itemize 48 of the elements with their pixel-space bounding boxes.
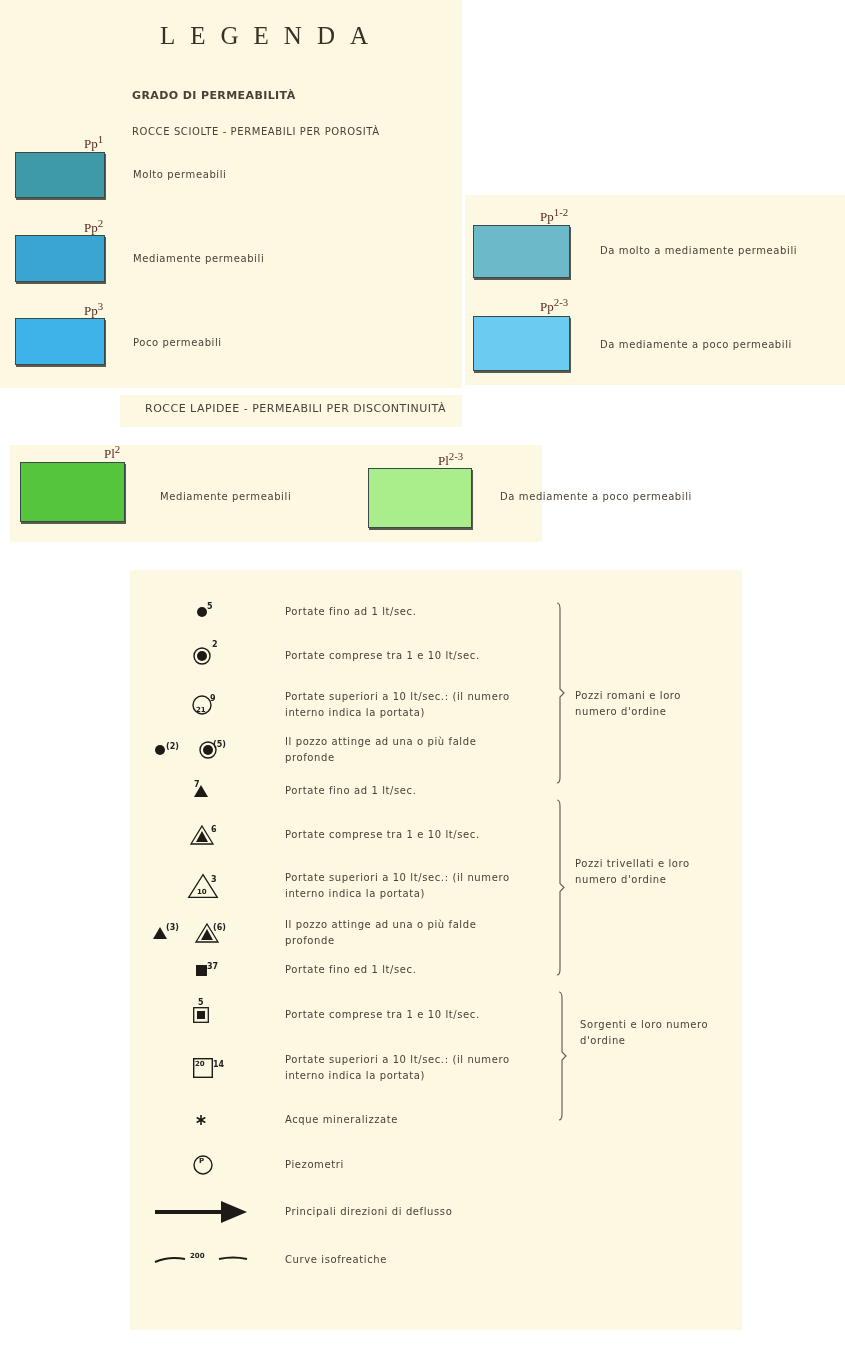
legend-label: Mediamente permeabili bbox=[160, 490, 292, 504]
map-unit-code: Pp$^{2}$ bbox=[84, 218, 104, 236]
map-unit-code: Pp$^{1-2}$ bbox=[540, 207, 569, 225]
legend-label: Il pozzo attinge ad una o più falde profonde bbox=[285, 918, 478, 948]
legend-label: Portate comprese tra 1 e 10 lt/sec. bbox=[285, 828, 480, 842]
legend-label: Portate fino ad 1 lt/sec. bbox=[285, 605, 417, 619]
symbol-number: 7 bbox=[194, 781, 200, 790]
symbol-number: 5 bbox=[207, 603, 213, 612]
symbol-number: 9 bbox=[210, 695, 216, 704]
legend-label: Molto permeabili bbox=[133, 168, 227, 182]
legend-label: Portate superiori a 10 lt/sec.: (il numero interno indica la portata) bbox=[285, 690, 511, 720]
legend-label: Da mediamente a poco permeabili bbox=[500, 490, 692, 504]
section-subheading: ROCCE SCIOLTE - PERMEABILI PER POROSITÀ bbox=[132, 126, 380, 137]
legend-label: Principali direzioni di deflusso bbox=[285, 1205, 453, 1219]
legend-title: LEGENDA bbox=[160, 22, 384, 50]
legend-label: Portate superiori a 10 lt/sec.: (il numero interno indica la portata) bbox=[285, 1053, 511, 1083]
legend-label: Da mediamente a poco permeabili bbox=[600, 338, 792, 352]
symbol-number: 2 bbox=[212, 641, 218, 650]
legend-label: Portate superiori a 10 lt/sec.: (il numero interno indica la portata) bbox=[285, 871, 511, 901]
symbol-number: 6 bbox=[211, 826, 217, 835]
legend-label: Da molto a mediamente permeabili bbox=[600, 244, 798, 258]
legend-label: Acque mineralizzate bbox=[285, 1113, 399, 1127]
group-label: Sorgenti e loro numero d'ordine bbox=[580, 1018, 710, 1048]
legend-label: Portate comprese tra 1 e 10 lt/sec. bbox=[285, 649, 480, 663]
symbol-number: (2) bbox=[166, 743, 179, 752]
symbol-number: 14 bbox=[213, 1061, 225, 1070]
map-unit-code: Pp$^{1}$ bbox=[84, 134, 104, 152]
group-label: Pozzi romani e loro numero d'ordine bbox=[575, 689, 683, 719]
section-subheading: ROCCE LAPIDEE - PERMEABILI PER DISCONTINUITÀ bbox=[145, 403, 446, 416]
section-heading: GRADO DI PERMEABILITÀ bbox=[132, 90, 296, 103]
group-label: Pozzi trivellati e loro numero d'ordine bbox=[575, 857, 691, 887]
symbol-number: 37 bbox=[207, 963, 219, 972]
map-unit-code: Pp$^{3}$ bbox=[84, 301, 104, 319]
map-unit-code: Pl$^{2}$ bbox=[104, 444, 121, 462]
symbol-number: 5 bbox=[198, 999, 204, 1008]
symbol-number: 3 bbox=[211, 876, 217, 885]
legend-label: Mediamente permeabili bbox=[133, 252, 265, 266]
legend-label: Curve isofreatiche bbox=[285, 1253, 387, 1267]
symbol-number: (3) bbox=[166, 924, 179, 933]
legend-label: Piezometri bbox=[285, 1158, 344, 1172]
legend-label: Poco permeabili bbox=[133, 336, 222, 350]
legend-label: Il pozzo attinge ad una o più falde profonde bbox=[285, 735, 478, 765]
legend-label: Portate fino ed 1 lt/sec. bbox=[285, 963, 417, 977]
legend-label: Portate fino ad 1 lt/sec. bbox=[285, 784, 417, 798]
legend-label: Portate comprese tra 1 e 10 lt/sec. bbox=[285, 1008, 480, 1022]
symbol-number: (6) bbox=[213, 924, 226, 933]
map-unit-code: Pl$^{2-3}$ bbox=[438, 451, 464, 469]
map-unit-code: Pp$^{2-3}$ bbox=[540, 297, 569, 315]
